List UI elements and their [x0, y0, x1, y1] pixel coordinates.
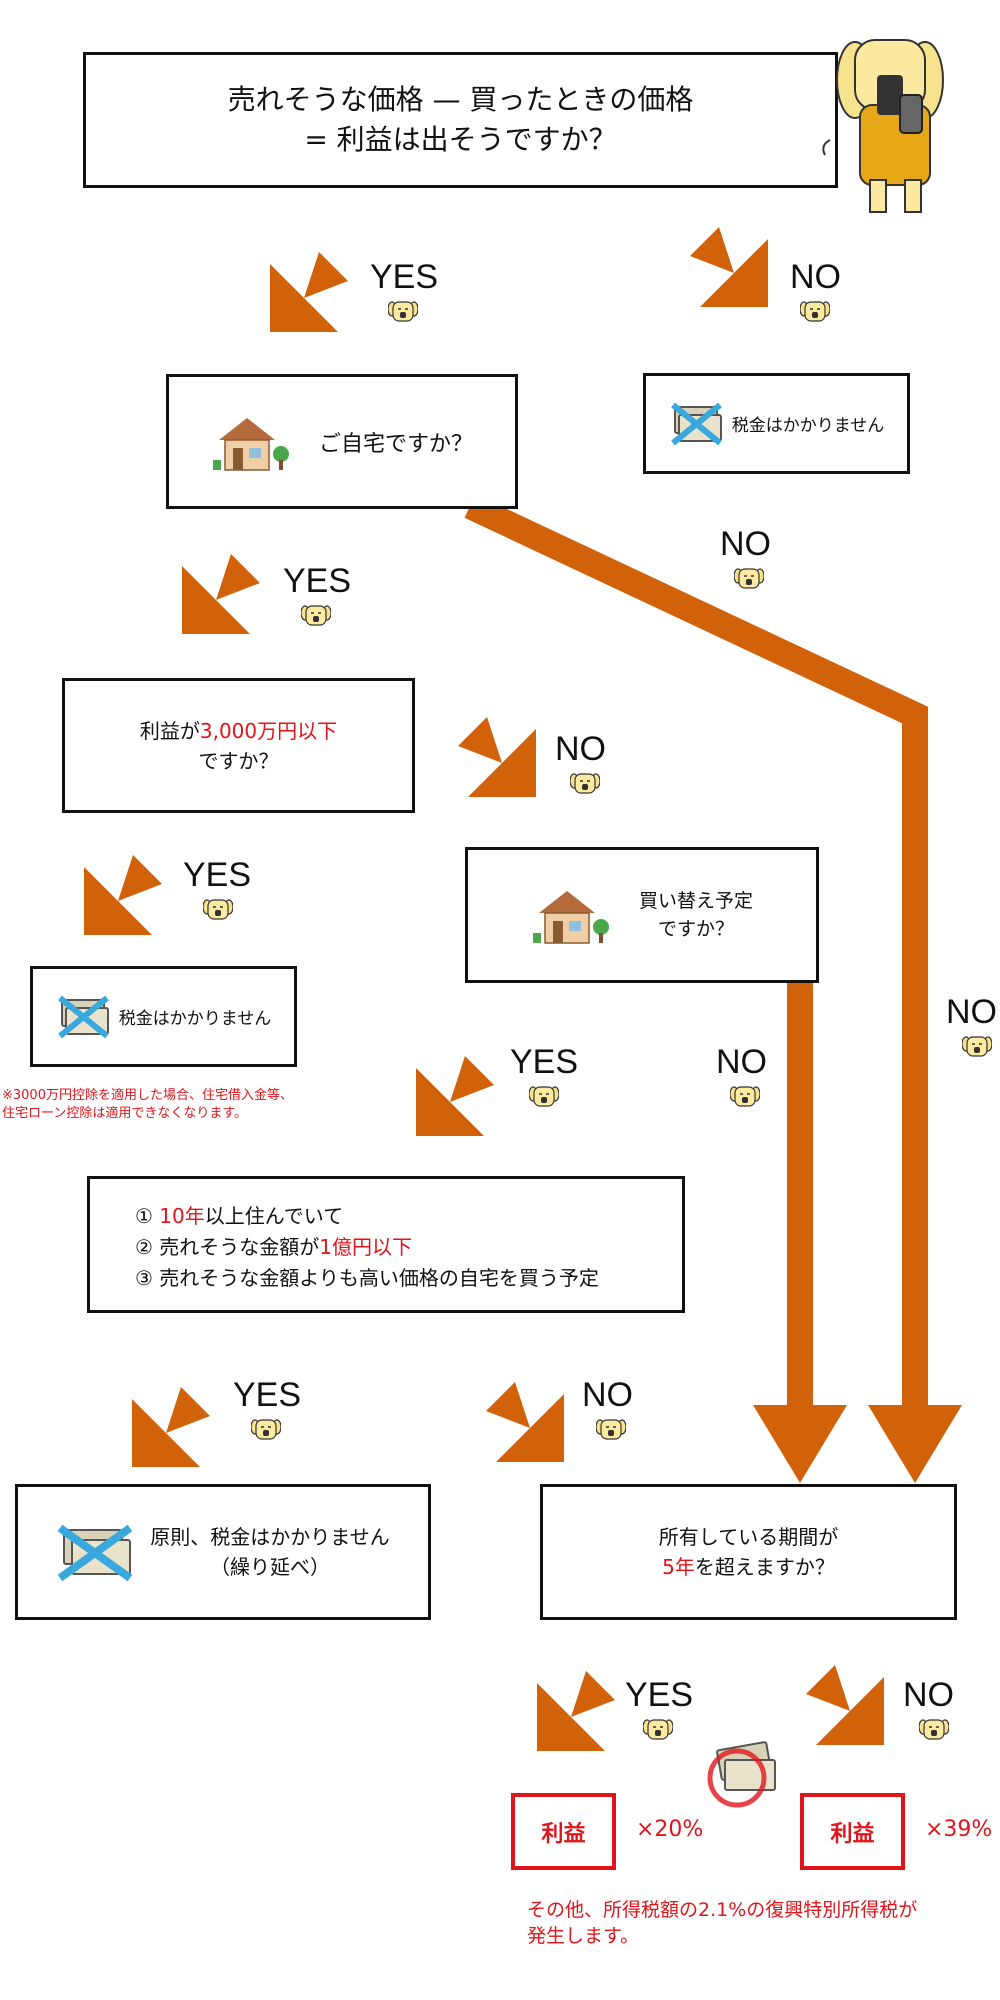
- dog-face-icon: [301, 605, 331, 626]
- replace-plan-text: 買い替え予定 ですか？: [639, 887, 753, 943]
- label-yes-4: YES: [510, 1043, 579, 1081]
- dog-face-icon: [919, 1719, 949, 1740]
- deferred-text: 原則、税金はかかりません （繰り延べ）: [150, 1522, 389, 1582]
- dog-face-icon: [734, 568, 764, 589]
- label-yes-1: YES: [370, 258, 439, 296]
- dog-face-icon: [570, 773, 600, 794]
- label-no-2: NO: [720, 525, 771, 563]
- dog-face-icon: [800, 301, 830, 322]
- deduction-note-line-2: 住宅ローン控除は適用できなくなります。: [2, 1106, 248, 1121]
- label-yes-5: YES: [233, 1376, 302, 1414]
- condition-2-red: 1億円以下: [319, 1235, 413, 1259]
- deferred-line-1: 原則、税金はかかりません: [150, 1525, 390, 1549]
- arrow-no-3: [486, 1382, 564, 1462]
- period-question-box: 所有している期間が 5年を超えますか？: [540, 1484, 957, 1620]
- dog-face-icon: [962, 1036, 992, 1057]
- deduction-note: ※3000万円控除を適用した場合、住宅借入金等、 住宅ローン控除は適用できなくな…: [2, 1087, 293, 1123]
- no-tax-box-mid: 税金はかかりません: [30, 966, 297, 1067]
- crossed-money-icon: [57, 995, 109, 1038]
- surtax-note-line-2: 発生します。: [527, 1925, 640, 1947]
- replace-plan-box: 買い替え予定 ですか？: [465, 847, 819, 983]
- label-yes-3: YES: [183, 856, 252, 894]
- label-no-4: NO: [716, 1043, 767, 1081]
- dog-face-icon: [529, 1086, 559, 1107]
- surtax-note: その他、所得税額の2.1%の復興特別所得税が 発生します。: [527, 1897, 917, 1949]
- house-icon: [212, 417, 289, 471]
- house-icon: [532, 891, 609, 944]
- period-line-2: 5年を超えますか？: [662, 1552, 835, 1582]
- condition-1-red: 10年: [159, 1204, 205, 1228]
- arrow-yes-2: [182, 554, 260, 634]
- dog-face-icon: [203, 899, 233, 920]
- arrow-no-home-path: [464, 494, 928, 1405]
- no-tax-box-top: 税金はかかりません: [643, 373, 910, 474]
- condition-2: ② 売れそうな金額が1億円以下: [135, 1232, 682, 1263]
- period-post-text: を超えますか？: [694, 1555, 835, 1579]
- surtax-note-line-1: その他、所得税額の2.1%の復興特別所得税が: [527, 1899, 918, 1921]
- no-tax-text-top: 税金はかかりません: [731, 416, 885, 436]
- no-tax-text-mid: 税金はかかりません: [118, 1009, 272, 1029]
- dog-face-icon: [251, 1419, 281, 1440]
- crossed-money-icon: [670, 402, 722, 445]
- arrow-head-replace: [753, 1405, 847, 1483]
- crossed-money-icon: [57, 1524, 133, 1582]
- deduction-note-line-1: ※3000万円控除を適用した場合、住宅借入金等、: [2, 1088, 293, 1103]
- arrow-no-1: [690, 227, 768, 307]
- condition-1-post: 以上住んでいて: [204, 1204, 344, 1228]
- arrow-yes-5: [132, 1387, 210, 1467]
- arrow-yes-4: [416, 1056, 494, 1136]
- home-question-box: ご自宅ですか？: [166, 374, 518, 509]
- profit-threshold-line-1: 利益が3,000万円以下: [140, 716, 337, 746]
- arrow-no-2: [458, 717, 536, 797]
- dog-face-icon: [643, 1719, 673, 1740]
- profit-box-short: 利益: [800, 1793, 905, 1870]
- label-no-3: NO: [555, 730, 606, 768]
- profit-threshold-box: 利益が3,000万円以下 ですか？: [62, 678, 415, 813]
- condition-3: ③ 売れそうな金額よりも高い価格の自宅を買う予定: [135, 1266, 599, 1290]
- profit-post-text: ですか？: [198, 748, 279, 773]
- home-question-text: ご自宅ですか？: [318, 431, 473, 457]
- label-no-5: NO: [946, 993, 997, 1031]
- rate-long: ×20%: [636, 1817, 704, 1842]
- deferred-line-2: （繰り延べ）: [210, 1555, 330, 1579]
- profit-pre-text: 利益が: [139, 718, 200, 743]
- replace-line-1: 買い替え予定: [638, 890, 753, 912]
- replace-line-2: ですか？: [657, 918, 734, 940]
- header-line-1: 売れそうな価格 — 買ったときの価格: [227, 83, 694, 116]
- label-no-7: NO: [903, 1676, 954, 1714]
- label-yes-2: YES: [283, 562, 352, 600]
- arrow-head-home: [868, 1405, 962, 1483]
- label-no-6: NO: [582, 1376, 633, 1414]
- condition-2-pre: ② 売れそうな金額が: [135, 1235, 320, 1259]
- header-line-2: = 利益は出そうですか？: [304, 123, 617, 156]
- label-yes-6: YES: [625, 1676, 694, 1714]
- period-line-1: 所有している期間が: [658, 1525, 839, 1549]
- arrow-yes-1: [270, 252, 348, 332]
- dog-face-icon: [730, 1086, 760, 1107]
- dog-face-icon: [388, 301, 418, 322]
- arrow-yes-3: [84, 855, 162, 935]
- condition-1-pre: ①: [135, 1204, 160, 1228]
- deferred-box: 原則、税金はかかりません （繰り延べ）: [15, 1484, 431, 1620]
- profit-box-long: 利益: [511, 1793, 616, 1870]
- money-circle-icon: [707, 1741, 776, 1808]
- period-red-text: 5年: [662, 1555, 695, 1579]
- dog-face-icon: [596, 1419, 626, 1440]
- arrow-yes-6: [537, 1671, 615, 1751]
- condition-1: ① 10年以上住んでいて: [135, 1201, 682, 1232]
- conditions-box: ① 10年以上住んでいて ② 売れそうな金額が1億円以下 ③ 売れそうな金額より…: [87, 1176, 685, 1313]
- arrow-no-4: [806, 1665, 884, 1745]
- dog-mascot-icon: [822, 39, 944, 213]
- profit-red-text: 3,000万円以下: [199, 718, 338, 743]
- header-question-box: 売れそうな価格 — 買ったときの価格 = 利益は出そうですか？: [83, 52, 838, 188]
- rate-short: ×39%: [925, 1817, 993, 1842]
- label-no-1: NO: [790, 258, 841, 296]
